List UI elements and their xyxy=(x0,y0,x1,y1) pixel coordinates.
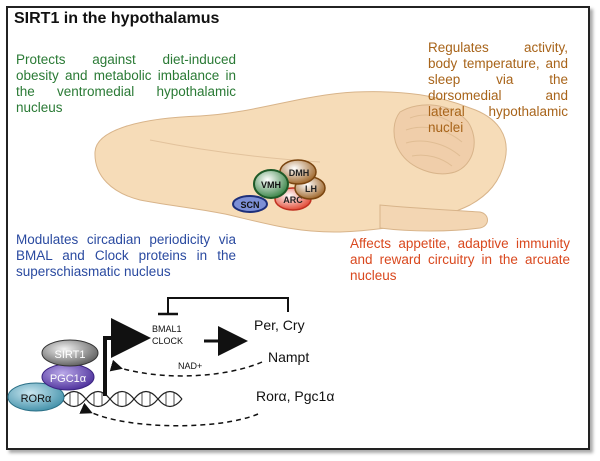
dorsomedial-annotation: Regulates activity, body temperature, an… xyxy=(428,40,568,135)
scn-label: SCN xyxy=(240,200,259,210)
clock-label: CLOCK xyxy=(152,336,183,346)
figure-title: SIRT1 in the hypothalamus xyxy=(14,10,220,27)
per-cry-label: Per, Cry xyxy=(254,317,305,333)
inhibition-bracket xyxy=(167,297,289,314)
sirt1-label: SIRT1 xyxy=(55,349,86,361)
bmal1-label: BMAL1 xyxy=(152,324,182,334)
arcuate-annotation: Affects appetite, adaptive immunity and … xyxy=(350,236,570,283)
nad-feedback-arrow xyxy=(109,359,263,377)
rora-protein xyxy=(7,382,65,412)
rora-label: RORα xyxy=(21,393,52,405)
molecular-pathway: RORα PGC1α SIRT1 BMAL1 CLOCK Per, Cry Na… xyxy=(7,297,334,427)
hypothalamic-nuclei: ARC LH DMH SCN VMH xyxy=(232,159,326,213)
ror-feedback-arrow xyxy=(79,402,259,427)
ror-pgc-label: Rorα, Pgc1α xyxy=(256,388,334,404)
cerebellum-folds xyxy=(405,114,463,167)
brainstem-shape xyxy=(379,204,488,232)
dmh-label: DMH xyxy=(289,168,310,178)
nad-label: NAD+ xyxy=(178,361,202,371)
vmh-nucleus xyxy=(253,169,289,199)
pgc1a-label: PGC1α xyxy=(50,373,87,385)
scn-nucleus xyxy=(232,195,268,213)
cerebellum-shape xyxy=(393,104,475,175)
lh-label: LH xyxy=(305,184,317,194)
nampt-label: Nampt xyxy=(268,349,309,365)
arc-label: ARC xyxy=(283,195,303,205)
ventromedial-annotation: Protects against diet-induced obesity an… xyxy=(16,52,236,115)
transcription-arrow xyxy=(103,318,151,396)
vmh-label: VMH xyxy=(261,180,281,190)
circadian-annotation: Modulates circadian periodicity via BMAL… xyxy=(16,232,236,279)
sirt1-protein xyxy=(41,339,99,367)
